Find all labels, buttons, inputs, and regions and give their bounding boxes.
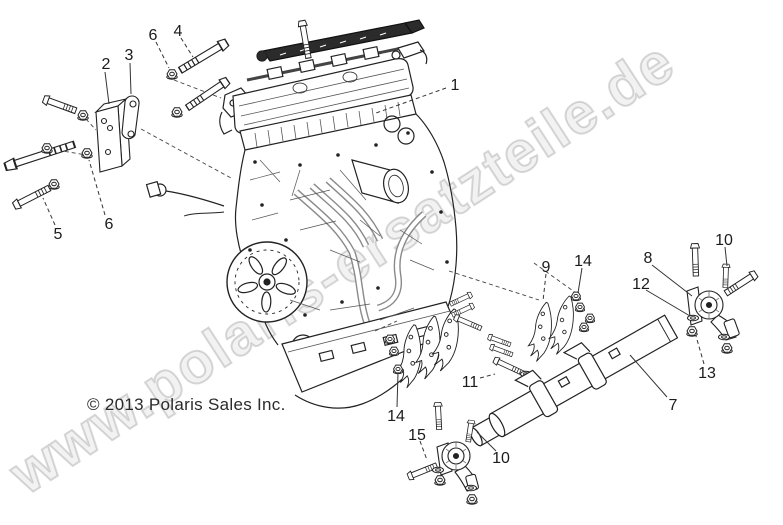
nut [574, 302, 586, 313]
washer [717, 333, 731, 341]
leader-line-1 [375, 87, 447, 114]
callout-10: 10 [715, 232, 733, 249]
left-mount-hardware [2, 36, 232, 211]
mount-plate-9 [525, 301, 554, 363]
leader-line-14 [577, 267, 583, 294]
bolt [2, 138, 77, 173]
nut [77, 110, 89, 121]
nut [434, 475, 446, 486]
leader-line-14 [396, 372, 399, 408]
leader-line-10 [476, 431, 497, 452]
bolt-5 [11, 183, 53, 211]
construction-lines [50, 79, 577, 332]
crankcase [234, 149, 279, 346]
crossmember-tube [469, 314, 679, 447]
nut [466, 494, 478, 505]
bolt [433, 401, 444, 431]
leader-line-10 [724, 246, 728, 267]
leader-line-2 [104, 71, 110, 105]
nut [171, 107, 183, 118]
washer [431, 466, 445, 474]
bolt-10 [689, 242, 701, 277]
leader-line-6 [88, 159, 106, 216]
nut [41, 143, 53, 154]
callout-6: 6 [149, 27, 158, 44]
callout-12: 12 [632, 276, 650, 293]
leader-line-15 [419, 440, 428, 461]
nut [388, 346, 400, 357]
nut [384, 334, 396, 345]
leader-line-5 [42, 197, 56, 226]
callout-10: 10 [492, 450, 510, 467]
leader-line-9 [542, 273, 547, 302]
callout-4: 4 [174, 23, 183, 40]
bolt-4 [176, 36, 231, 76]
bolt-10 [720, 263, 731, 289]
mount-plate [548, 295, 574, 355]
nut-6 [166, 69, 178, 80]
nut-14 [392, 364, 404, 375]
callout-1: 1 [451, 77, 460, 94]
nut-13 [686, 326, 698, 337]
nut-14 [570, 291, 582, 302]
callout-11: 11 [462, 374, 479, 391]
leader-line-7 [629, 354, 668, 398]
callout-8: 8 [644, 250, 653, 267]
nut-6 [81, 148, 93, 159]
sensor-wire [145, 180, 225, 217]
leader-line-11 [479, 373, 496, 379]
leader-line-12 [645, 289, 691, 317]
callout-5: 5 [54, 226, 63, 243]
callout-14: 14 [387, 408, 405, 425]
callout-14: 14 [574, 253, 592, 270]
callout-2: 2 [102, 56, 111, 73]
leader-line-13 [695, 335, 705, 365]
leader-line-4 [180, 37, 194, 58]
bolt [41, 93, 78, 116]
callout-6: 6 [105, 216, 114, 233]
washer [464, 484, 478, 492]
link-plate [121, 95, 140, 140]
nut [48, 179, 60, 190]
engine-mount-right [686, 242, 760, 354]
engine-mount-front [406, 401, 480, 505]
copyright-text: © 2013 Polaris Sales Inc. [87, 395, 286, 414]
leader-line-3 [129, 62, 132, 95]
callout-9: 9 [542, 259, 551, 276]
stator-cover [226, 241, 308, 323]
leader-line-8 [651, 264, 693, 297]
nut [578, 322, 590, 333]
callout-13: 13 [698, 365, 716, 382]
callout-7: 7 [669, 397, 678, 414]
callout-15: 15 [408, 427, 426, 444]
callout-3: 3 [125, 47, 134, 64]
nut [584, 313, 596, 324]
leader-line-6 [155, 41, 170, 69]
nut [721, 343, 733, 354]
engine-illustration [145, 19, 459, 409]
